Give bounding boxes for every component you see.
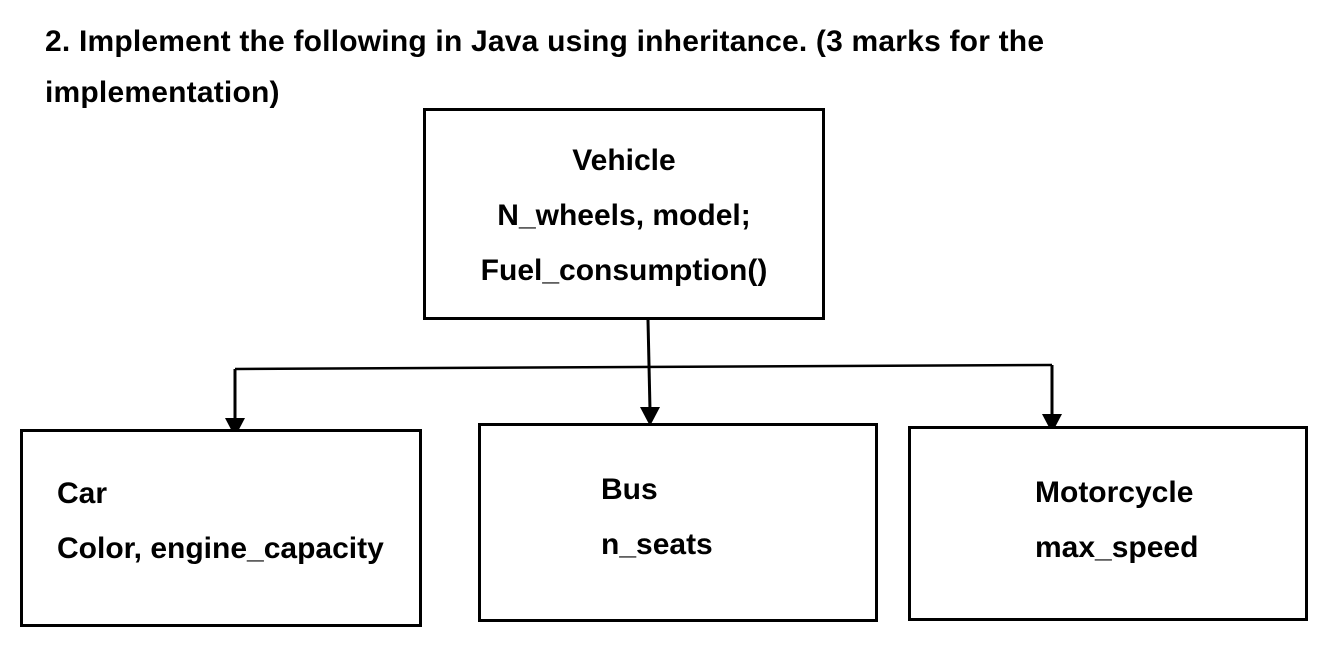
- class-box-bus: Bus n_seats: [478, 423, 878, 622]
- question-title-line1: 2. Implement the following in Java using…: [45, 25, 1045, 58]
- vehicle-class-attributes: N_wheels, model;: [497, 199, 751, 232]
- arrowhead-to-bus: [640, 407, 660, 426]
- car-class-attributes: Color, engine_capacity: [57, 532, 384, 565]
- connector-horizontal-rail: [234, 363, 1053, 371]
- vehicle-class-method: Fuel_consumption(): [480, 254, 768, 287]
- bus-class-name: Bus: [601, 473, 658, 506]
- question-title-line2: implementation): [45, 76, 280, 109]
- connector-vehicle-stem: [646, 319, 652, 411]
- bus-class-attributes: n_seats: [601, 528, 713, 561]
- car-class-name: Car: [57, 477, 108, 510]
- class-box-car: Car Color, engine_capacity: [20, 429, 422, 627]
- arrowhead-to-motorcycle: [1042, 414, 1062, 433]
- question-title: 2. Implement the following in Java using…: [45, 16, 1044, 118]
- vehicle-class-name: Vehicle: [572, 144, 676, 177]
- class-box-vehicle: Vehicle N_wheels, model; Fuel_consumptio…: [423, 108, 825, 320]
- arrowhead-to-car: [225, 418, 245, 437]
- motorcycle-class-attributes: max_speed: [1035, 531, 1199, 564]
- motorcycle-class-name: Motorcycle: [1035, 476, 1194, 509]
- class-box-motorcycle: Motorcycle max_speed: [908, 426, 1308, 621]
